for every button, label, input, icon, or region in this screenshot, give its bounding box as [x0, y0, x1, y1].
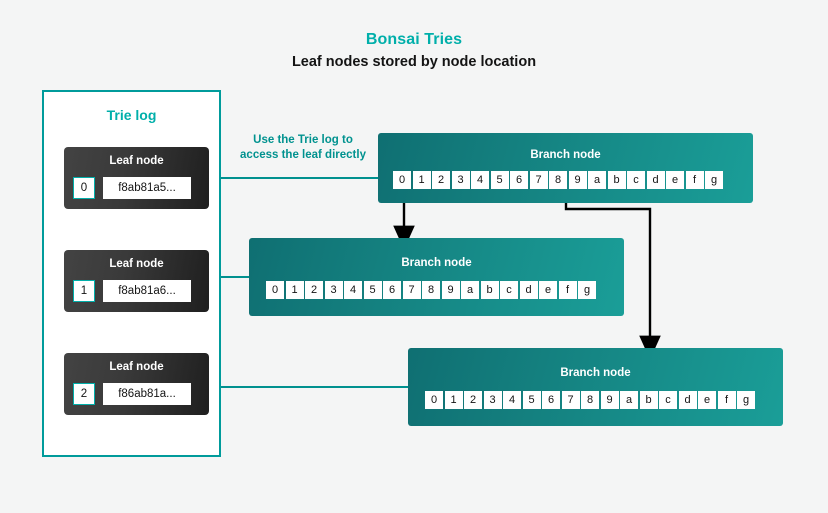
diagram-header: Bonsai Tries Leaf nodes stored by node l…	[0, 30, 828, 72]
branch-node-cell-6[interactable]: 6	[542, 391, 560, 409]
leaf-node-index: 1	[73, 280, 95, 302]
branch-node-cell-e[interactable]: e	[698, 391, 716, 409]
branch-node-cell-9[interactable]: 9	[600, 391, 619, 409]
branch-node-cell-c[interactable]: c	[659, 391, 677, 409]
branch-node-cell-a[interactable]: a	[620, 391, 638, 409]
branch-node-cell-3[interactable]: 3	[324, 281, 343, 299]
branch-node-cell-4[interactable]: 4	[471, 171, 489, 189]
branch-node-cell-b[interactable]: b	[607, 171, 626, 189]
branch-node-cell-2[interactable]: 2	[432, 171, 450, 189]
branch-node-cell-f[interactable]: f	[717, 391, 736, 409]
annotation-line-2: access the leaf directly	[240, 149, 366, 161]
page-subtitle: Leaf nodes stored by node location	[291, 54, 537, 70]
leaf-node-index: 2	[73, 383, 95, 405]
leaf-node-row: 0 f8ab81a5...	[73, 177, 191, 199]
branch-node-cell-9[interactable]: 9	[441, 281, 460, 299]
page-title: Bonsai Tries	[365, 31, 463, 48]
leaf-node-value: f8ab81a6...	[103, 280, 191, 302]
branch-node-cell-0[interactable]: 0	[425, 391, 443, 409]
branch-node-cell-2[interactable]: 2	[464, 391, 482, 409]
branch-node-cell-b[interactable]: b	[480, 281, 499, 299]
branch-node-cell-6[interactable]: 6	[383, 281, 401, 299]
leaf-node-1[interactable]: Leaf node 1 f8ab81a6...	[64, 250, 209, 312]
branch-node-cell-7[interactable]: 7	[561, 391, 580, 409]
branch-node-label: Branch node	[530, 149, 601, 161]
branch-node-cell-1[interactable]: 1	[444, 391, 463, 409]
branch-node-cell-b[interactable]: b	[639, 391, 658, 409]
branch-node-cell-9[interactable]: 9	[568, 171, 587, 189]
branch-node-cell-5[interactable]: 5	[522, 391, 541, 409]
leaf-node-label: Leaf node	[109, 258, 164, 270]
branch-node-label: Branch node	[401, 257, 472, 269]
branch-node-cell-1[interactable]: 1	[412, 171, 431, 189]
branch-node-cell-a[interactable]: a	[461, 281, 479, 299]
leaf-node-value: f8ab81a5...	[103, 177, 191, 199]
leaf-node-label: Leaf node	[109, 155, 164, 167]
branch-node-cell-2[interactable]: 2	[305, 281, 323, 299]
branch-node-cell-e[interactable]: e	[539, 281, 557, 299]
branch-node-cell-3[interactable]: 3	[451, 171, 470, 189]
branch-node-cell-8[interactable]: 8	[422, 281, 440, 299]
leaf-node-index: 0	[73, 177, 95, 199]
branch-node-cell-g[interactable]: g	[705, 171, 723, 189]
branch-node-cell-0[interactable]: 0	[266, 281, 284, 299]
leaf-node-label: Leaf node	[109, 361, 164, 373]
branch-node-cell-5[interactable]: 5	[363, 281, 382, 299]
branch-node-cell-c[interactable]: c	[627, 171, 645, 189]
branch-node-cell-7[interactable]: 7	[402, 281, 421, 299]
leaf-node-value: f86ab81a...	[103, 383, 191, 405]
leaf-node-row: 2 f86ab81a...	[73, 383, 191, 405]
branch-node-cell-e[interactable]: e	[666, 171, 684, 189]
branch-node-cell-4[interactable]: 4	[503, 391, 521, 409]
branch-node-cell-6[interactable]: 6	[510, 171, 528, 189]
branch-node-cell-a[interactable]: a	[588, 171, 606, 189]
branch-node-cell-f[interactable]: f	[685, 171, 704, 189]
leaf-node-0[interactable]: Leaf node 0 f8ab81a5...	[64, 147, 209, 209]
branch-node-cell-7[interactable]: 7	[529, 171, 548, 189]
branch-node-cell-0[interactable]: 0	[393, 171, 411, 189]
branch-node-cell-3[interactable]: 3	[483, 391, 502, 409]
branch-node-cell-d[interactable]: d	[519, 281, 538, 299]
branch-node-cell-d[interactable]: d	[678, 391, 697, 409]
branch-node-cell-5[interactable]: 5	[490, 171, 509, 189]
annotation-trie-log-access: Use the Trie log to access the leaf dire…	[228, 133, 378, 163]
branch-node-cell-g[interactable]: g	[578, 281, 596, 299]
branch-node-cell-1[interactable]: 1	[285, 281, 304, 299]
leaf-node-2[interactable]: Leaf node 2 f86ab81a...	[64, 353, 209, 415]
branch-node-cell-8[interactable]: 8	[549, 171, 567, 189]
branch-node-label: Branch node	[560, 367, 631, 379]
branch-node-cell-f[interactable]: f	[558, 281, 577, 299]
branch-node-cell-g[interactable]: g	[737, 391, 755, 409]
branch-node-cell-4[interactable]: 4	[344, 281, 362, 299]
annotation-line-1: Use the Trie log to	[253, 134, 353, 146]
trie-log-panel: Trie log Leaf node 0 f8ab81a5... Leaf no…	[42, 90, 221, 457]
branch-node-cell-d[interactable]: d	[646, 171, 665, 189]
leaf-node-row: 1 f8ab81a6...	[73, 280, 191, 302]
branch-node-cell-8[interactable]: 8	[581, 391, 599, 409]
branch-node-cell-c[interactable]: c	[500, 281, 518, 299]
trie-log-title: Trie log	[106, 107, 157, 123]
